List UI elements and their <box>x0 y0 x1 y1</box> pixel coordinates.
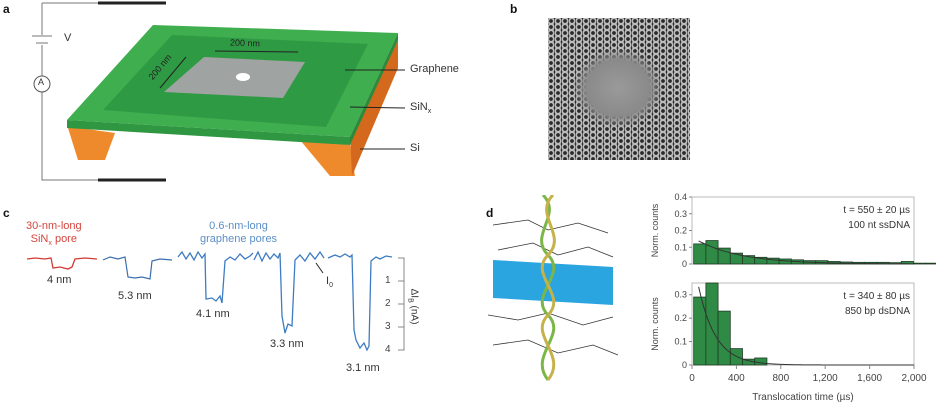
panel-label-a: a <box>3 2 10 16</box>
trace-sinx <box>26 257 98 270</box>
sinx-label: SiNx <box>410 101 431 115</box>
fit-annotation: t = 550 ± 20 µs <box>843 205 910 216</box>
event-label: 4 nm <box>47 274 72 286</box>
sinx-title-end: pore <box>51 233 77 245</box>
event-label: 3.3 nm <box>270 338 304 350</box>
si-support-left <box>68 128 115 160</box>
panel-label-b: b <box>510 2 518 16</box>
y-tick-label: 0.1 <box>674 337 687 347</box>
y-tick: 2 <box>385 298 391 309</box>
y-tick-label: 0.1 <box>674 242 687 252</box>
histogram-bar <box>717 247 731 265</box>
histograms: 0 0.1 0.2 0.3 0.4 t = 550 ± 20 µs 100 nt ssDNA… <box>650 192 936 403</box>
event-label: 4.1 nm <box>196 308 230 320</box>
tem-micrograph <box>548 18 690 160</box>
x-tick-label: 800 <box>772 373 789 384</box>
device-schematic <box>32 1 406 182</box>
sample-annotation: 100 nt ssDNA <box>848 220 910 231</box>
nanopore <box>236 73 250 81</box>
x-axis-label: Translocation time (µs) <box>752 392 854 403</box>
graphene-membrane <box>493 260 613 305</box>
exponential-fit <box>698 286 914 366</box>
y-tick-label: 0.2 <box>674 226 687 236</box>
graphene-title-2: graphene pores <box>200 233 278 245</box>
voltage-label: V <box>64 32 72 44</box>
c-axis-label: ΔIB (nA) <box>406 289 419 325</box>
event-label: 3.1 nm <box>346 362 380 374</box>
x-tick-label: 0 <box>689 373 695 384</box>
y-tick: 1 <box>385 275 391 286</box>
ammeter-icon <box>33 75 51 93</box>
y-tick-label: 0 <box>682 360 687 370</box>
si-label: Si <box>410 142 420 154</box>
graphene-label: Graphene <box>410 63 459 75</box>
histogram-bar <box>717 310 731 366</box>
histogram-bar <box>693 243 707 265</box>
y-tick: 3 <box>385 321 391 332</box>
y-tick-label: 0.2 <box>674 313 687 323</box>
panel-label-c: c <box>3 206 10 220</box>
y-tick-label: 0.4 <box>674 192 687 202</box>
trace-4.1nm <box>177 250 254 304</box>
trace-3.1nm <box>327 253 393 352</box>
sinx-title-sub: x <box>48 240 52 248</box>
histogram-bar <box>705 240 719 265</box>
axis-unit: (nA) <box>408 302 420 325</box>
graphene-title-1: 0.6-nm-long <box>209 220 268 232</box>
y-tick-label: 0 <box>682 259 687 269</box>
trace-3.3nm <box>253 250 325 334</box>
sinx-sub: x <box>427 108 432 116</box>
y-axis-label: Norm. counts <box>650 297 660 351</box>
baseline-label: I0 <box>326 275 333 289</box>
histogram-bar <box>925 262 936 265</box>
sinx-title-1: 30-nm-long <box>26 220 82 232</box>
baseline-i: I <box>326 275 330 287</box>
trace-5.3nm <box>102 256 173 280</box>
y-tick-label: 0.3 <box>674 290 687 300</box>
x-tick-label: 1,600 <box>857 373 882 384</box>
si-support-front <box>300 140 355 176</box>
y-tick-label: 0.3 <box>674 209 687 219</box>
scale-bar <box>736 147 770 151</box>
y-tick: 4 <box>385 344 391 355</box>
si-support-side <box>350 40 398 176</box>
exponential-fit <box>698 240 915 265</box>
x-tick-label: 400 <box>728 373 745 384</box>
suspended-window <box>164 57 305 98</box>
sinx-title-2: SiN <box>30 233 49 245</box>
y-axis-label: Norm. counts <box>650 203 660 257</box>
sample-annotation: 850 bp dsDNA <box>845 306 910 317</box>
histogram-bar <box>913 262 927 265</box>
sinx-text: SiN <box>410 101 428 113</box>
ammeter-label: A <box>38 77 45 87</box>
fit-annotation: t = 340 ± 80 µs <box>843 291 910 302</box>
histogram-bar <box>754 357 768 366</box>
dna-translocation-diagram <box>488 195 619 381</box>
current-traces <box>26 250 405 352</box>
histogram-bar <box>705 282 719 366</box>
panel-label-d: d <box>486 206 494 220</box>
event-label: 5.3 nm <box>118 290 152 302</box>
x-tick-label: 1,200 <box>813 373 838 384</box>
baseline-sub: 0 <box>329 282 333 290</box>
x-tick-label: 2,000 <box>901 373 926 384</box>
dimension-x: 200 nm <box>229 37 261 49</box>
